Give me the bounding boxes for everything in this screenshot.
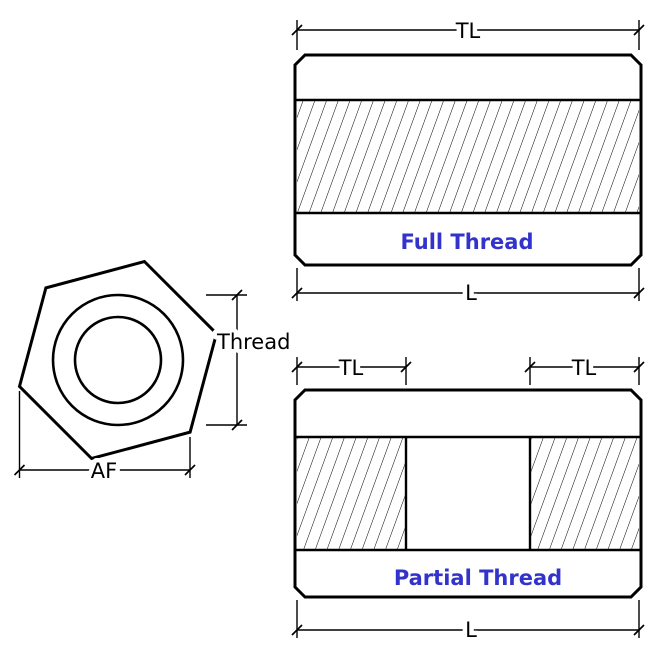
full-thread-hatch xyxy=(297,101,639,212)
partial-thread-caption: Partial Thread xyxy=(394,566,562,590)
full-l-label: L xyxy=(465,281,477,305)
partial-tl-left-label: TL xyxy=(338,356,364,380)
dimension-tick xyxy=(291,361,303,373)
dimension-tick xyxy=(231,419,243,431)
partial-l-label: L xyxy=(465,618,477,642)
thread-dimension: Thread xyxy=(206,289,295,431)
partial-thread-view: Partial Thread TL TL L xyxy=(291,352,645,647)
dimension-tick xyxy=(633,287,645,299)
dimension-tick xyxy=(633,361,645,373)
partial-thread-hatch-right xyxy=(530,438,639,549)
partial-tl-right-label: TL xyxy=(571,356,597,380)
dimension-tick xyxy=(400,361,412,373)
partial-tl-right-dimension: TL xyxy=(524,352,645,385)
outer-circle xyxy=(51,293,185,427)
af-label: AF xyxy=(91,459,117,483)
partial-l-dimension: L xyxy=(291,600,645,647)
dimension-tick xyxy=(524,361,536,373)
dimension-tick xyxy=(184,464,196,476)
thread-label: Thread xyxy=(216,330,290,354)
full-l-dimension: L xyxy=(291,268,645,310)
partial-tl-left-dimension: TL xyxy=(291,352,412,385)
dimension-tick xyxy=(291,624,303,636)
dimension-tick xyxy=(13,464,26,476)
full-thread-view: Full Thread TL L xyxy=(291,15,645,310)
full-thread-caption: Full Thread xyxy=(400,230,533,254)
dimension-tick xyxy=(633,24,645,36)
full-tl-dimension: TL xyxy=(291,15,645,50)
af-dimension: AF xyxy=(13,391,196,488)
full-tl-label: TL xyxy=(455,19,481,43)
hexagon-outline xyxy=(17,259,219,461)
thread-hole-circle xyxy=(73,315,163,405)
dimension-tick xyxy=(231,289,243,301)
hex-end-view: Thread AF xyxy=(13,259,295,488)
partial-thread-hatch-left xyxy=(297,438,406,549)
dimension-tick xyxy=(291,287,303,299)
dimension-tick xyxy=(633,624,645,636)
dimension-tick xyxy=(291,24,303,36)
